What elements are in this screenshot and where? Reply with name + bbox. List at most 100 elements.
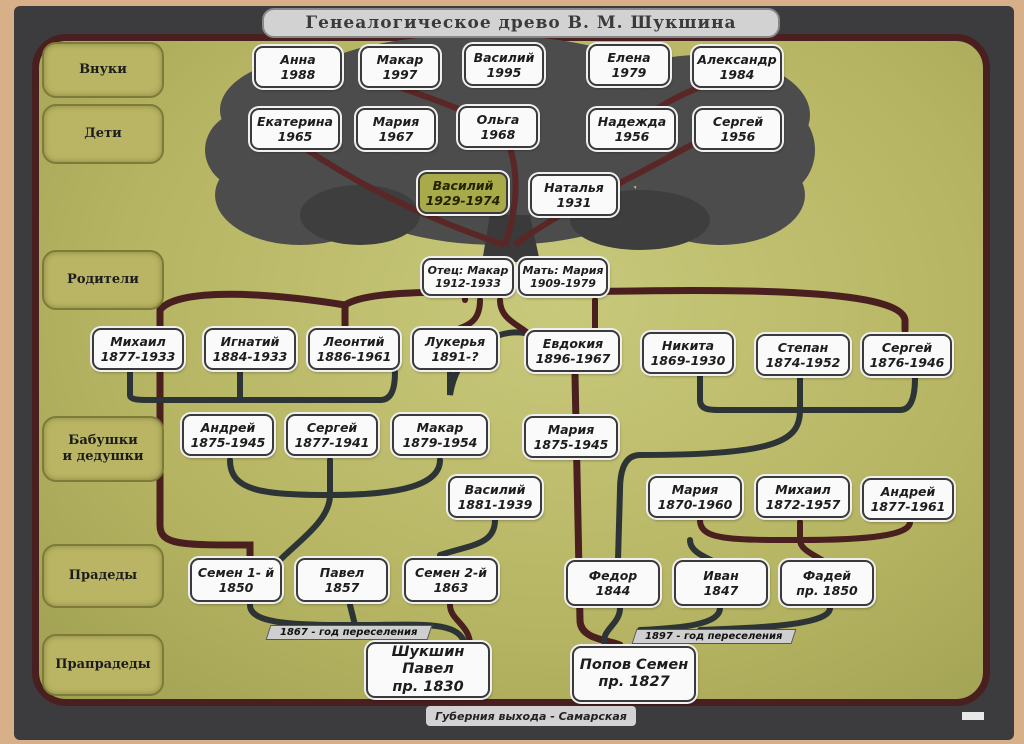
person-years: 1877-1941 bbox=[294, 435, 370, 450]
person-name: Сергей bbox=[881, 340, 933, 355]
person-years: 1965 bbox=[277, 129, 313, 144]
person-years: 1870-1960 bbox=[657, 497, 733, 512]
person-years: 1881-1939 bbox=[457, 497, 533, 512]
person-name: Мария bbox=[372, 114, 420, 129]
person-years: 1876-1946 bbox=[869, 355, 945, 370]
person-name: Отец: Макар bbox=[427, 263, 509, 277]
person-name: Макар bbox=[416, 420, 464, 435]
person-years: 1872-1957 bbox=[765, 497, 841, 512]
person-name: Сергей bbox=[712, 114, 764, 129]
person-name: Василий bbox=[432, 178, 494, 193]
person-years: 1847 bbox=[703, 583, 739, 598]
person-years: пр. 1830 bbox=[392, 678, 464, 695]
person-name: Шукшин Павел bbox=[391, 643, 465, 678]
person-years: 1850 bbox=[218, 580, 254, 595]
generation-label-parents: Родители bbox=[42, 250, 164, 310]
person-years: пр. 1827 bbox=[598, 674, 670, 690]
person-years: 1956 bbox=[614, 129, 650, 144]
person-years: 1995 bbox=[486, 65, 522, 80]
person-years: 1988 bbox=[280, 67, 316, 82]
person-name: Макар bbox=[376, 52, 424, 67]
person-name: Елена bbox=[607, 50, 651, 65]
person-name: Фадей bbox=[802, 568, 852, 583]
person-years: 1884-1933 bbox=[212, 349, 288, 364]
migration-note-1867: 1867 - год переселения bbox=[265, 625, 433, 640]
generation-label-grandparents: Бабушки и дедушки bbox=[42, 416, 164, 482]
person-name: Павел bbox=[319, 565, 365, 580]
person-name: Наталья bbox=[544, 180, 604, 195]
person-years: 1984 bbox=[719, 67, 755, 82]
person-years: 1929-1974 bbox=[425, 193, 501, 208]
person-name: Александр bbox=[697, 52, 777, 67]
tree-trunk bbox=[482, 215, 540, 262]
person-name: Мария bbox=[671, 482, 719, 497]
person-name: Леонтий bbox=[323, 334, 385, 349]
person-name: Ольга bbox=[476, 112, 520, 127]
generation-label-grandparents-line2: и дедушки bbox=[62, 449, 144, 464]
person-name: Лукерья bbox=[424, 334, 486, 349]
person-years: 1956 bbox=[720, 129, 756, 144]
person-name: Сергей bbox=[306, 420, 358, 435]
person-name: Анна bbox=[280, 52, 316, 67]
generation-label-great-great-grandparents: Прапрадеды bbox=[42, 634, 164, 696]
person-years: 1912-1933 bbox=[435, 277, 501, 290]
person-name: Никита bbox=[661, 338, 715, 353]
person-years: 1877-1933 bbox=[100, 349, 176, 364]
person-name: Василий bbox=[473, 50, 535, 65]
person-name: Иван bbox=[703, 568, 739, 583]
person-years: 1857 bbox=[324, 580, 360, 595]
person-name: Семен 2-й bbox=[415, 565, 487, 580]
person-years: 1875-1945 bbox=[533, 437, 609, 452]
diagram-title: Генеалогическое древо В. М. Шукшина bbox=[262, 8, 780, 38]
person-years: 1968 bbox=[480, 127, 516, 142]
person-years: 1967 bbox=[378, 129, 414, 144]
person-name: Евдокия bbox=[542, 336, 604, 351]
wall-label-sticker bbox=[962, 712, 984, 720]
person-name: Федор bbox=[588, 568, 638, 583]
person-years: 1863 bbox=[433, 580, 469, 595]
person-name: Екатерина bbox=[257, 114, 333, 129]
generation-label-grandparents-line1: Бабушки bbox=[68, 432, 138, 448]
generation-label-grandchildren: Внуки bbox=[42, 42, 164, 98]
person-years: 1875-1945 bbox=[190, 435, 266, 450]
person-name: Попов Семен bbox=[579, 656, 689, 673]
person-years: 1874-1952 bbox=[765, 355, 841, 370]
person-name: Андрей bbox=[880, 484, 936, 499]
person-years: 1844 bbox=[595, 583, 631, 598]
generation-label-great-grandparents: Прадеды bbox=[42, 544, 164, 608]
person-years: 1891-? bbox=[431, 349, 479, 364]
migration-note-1897: 1897 - год переселения bbox=[631, 629, 797, 644]
person-years: 1877-1961 bbox=[870, 499, 946, 514]
